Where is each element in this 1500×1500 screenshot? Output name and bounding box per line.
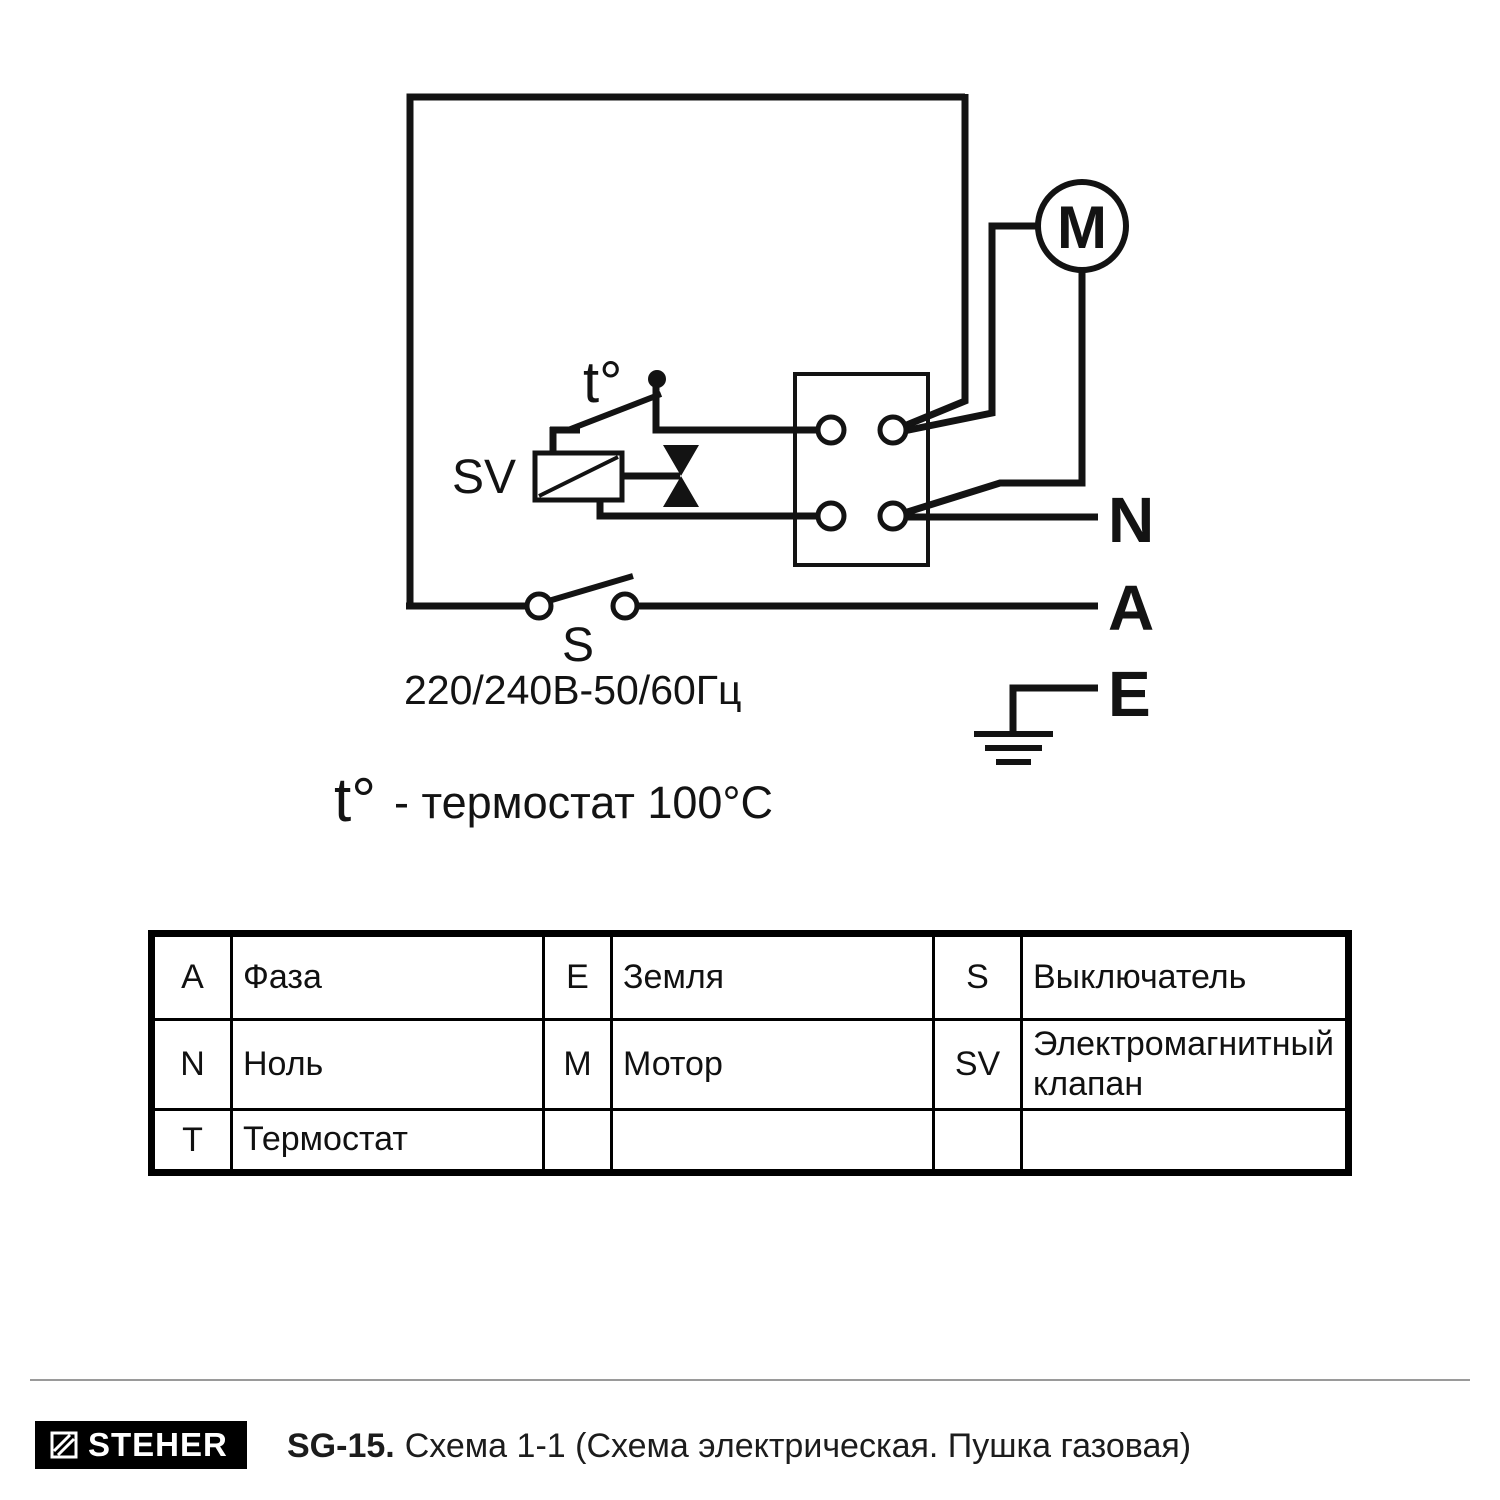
- terminal-top-right: [877, 414, 909, 446]
- gas-valve-top-triangle: [663, 445, 699, 476]
- switch-contacts: [524, 591, 640, 621]
- ground-symbol: [974, 731, 1053, 765]
- diagram-caption: SG-15.Схема 1-1 (Схема электрическая. Пу…: [287, 1427, 1191, 1466]
- thermostat-blade: [566, 391, 663, 433]
- legend-value-cell: [1023, 1111, 1345, 1169]
- legend-key-cell: M: [545, 1021, 613, 1111]
- legend-value-cell: Фаза: [233, 937, 545, 1021]
- legend-key-cell: A: [155, 937, 233, 1021]
- legend-value-cell: Термостат: [233, 1111, 545, 1169]
- terminal-bottom-right: [877, 500, 909, 532]
- earth-label: E: [1108, 658, 1151, 730]
- legend-value-cell: [613, 1111, 935, 1169]
- legend-key-cell: N: [155, 1021, 233, 1111]
- gas-valve-symbol: [663, 445, 699, 507]
- voltage-label: 220/240В-50/60Гц: [404, 667, 742, 713]
- brand-name: STEHER: [88, 1426, 228, 1463]
- legend-key-cell: SV: [935, 1021, 1023, 1111]
- legend-value-cell: Электромагнитный клапан: [1023, 1021, 1345, 1111]
- legend-key-cell: [545, 1111, 613, 1169]
- switch-blade: [544, 573, 634, 605]
- steher-logo-icon: [50, 1431, 78, 1459]
- wire-top-left-loop: [406, 93, 965, 609]
- legend-key-cell: E: [545, 937, 613, 1021]
- terminal-bottom-left: [815, 500, 847, 532]
- gas-valve-bottom-triangle: [663, 476, 699, 507]
- legend-value-cell: Выключатель: [1023, 937, 1345, 1021]
- note-text: - термостат 100°C: [394, 777, 773, 828]
- terminal-top-left: [815, 414, 847, 446]
- wires: [406, 93, 1098, 733]
- wire-thermostat-right: [652, 386, 824, 434]
- phase-label: A: [1108, 572, 1154, 644]
- wire-top-right-drop: [895, 94, 969, 433]
- thermostat-symbol-label: t°: [583, 350, 622, 415]
- legend-value-cell: Земля: [613, 937, 935, 1021]
- switch-label: S: [562, 619, 594, 672]
- thermostat-contact-dot: [648, 370, 666, 388]
- wire-motor-bottom: [899, 268, 1086, 518]
- wire-motor-left: [898, 222, 1040, 436]
- footer: STEHER SG-15.Схема 1-1 (Схема электричес…: [0, 1415, 1500, 1475]
- legend-value-cell: Мотор: [613, 1021, 935, 1111]
- wire-sv-bottom: [596, 499, 824, 520]
- terminal-contacts: [815, 414, 909, 532]
- sv-label: SV: [452, 451, 516, 504]
- neutral-label: N: [1108, 484, 1154, 556]
- legend-key-cell: T: [155, 1111, 233, 1169]
- motor-symbol: M: [1035, 179, 1129, 273]
- motor-circle: [1035, 179, 1129, 273]
- solenoid-valve-symbol: [532, 450, 625, 503]
- footer-divider: [30, 1379, 1470, 1381]
- legend-key-cell: S: [935, 937, 1023, 1021]
- steher-logo: STEHER: [35, 1421, 247, 1469]
- model-number: SG-15.: [287, 1427, 395, 1465]
- wire-earth: [1009, 684, 1098, 733]
- solenoid-coil-diagonal: [538, 455, 619, 498]
- motor-label: M: [1057, 194, 1107, 261]
- terminal-block: [793, 372, 930, 567]
- note-symbol: t°: [334, 766, 376, 835]
- legend-value-cell: Ноль: [233, 1021, 545, 1111]
- caption-text: Схема 1-1 (Схема электрическая. Пушка га…: [404, 1427, 1192, 1465]
- legend-table: A Фаза E Земля S Выключатель N Ноль M Мо…: [148, 930, 1352, 1176]
- switch-contact-right: [610, 591, 640, 621]
- switch-contact-left: [524, 591, 554, 621]
- legend-key-cell: [935, 1111, 1023, 1169]
- wiring-diagram: M t° SV S N A E 220/240В-50/60Гц t° - те…: [334, 93, 1154, 835]
